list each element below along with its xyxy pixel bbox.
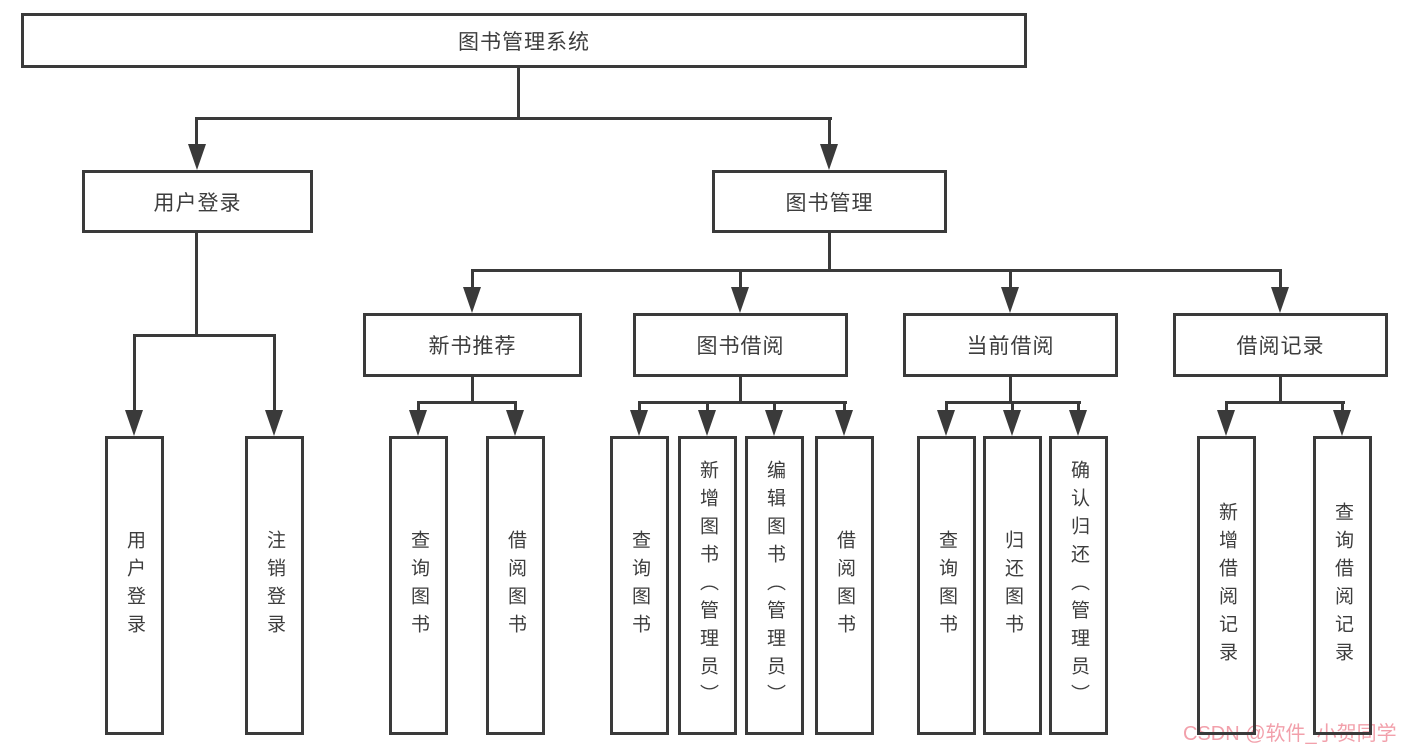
connector-drop-book-borrow xyxy=(739,269,742,289)
arrowhead-borrow-query xyxy=(630,410,648,436)
connector-drop-user-login xyxy=(195,117,198,146)
connector-drop-recommend-borrow xyxy=(514,401,517,413)
leaf-recommend-query-book-label: 查询图书 xyxy=(408,529,429,642)
node-book-borrow-label: 图书借阅 xyxy=(696,335,785,358)
node-book-management-label: 图书管理 xyxy=(785,191,874,215)
arrowhead-confirm-return xyxy=(1069,410,1087,436)
node-book-borrow: 图书借阅 xyxy=(633,313,848,377)
leaf-recommend-query-book: 查询图书 xyxy=(389,436,448,735)
connector-root-stem xyxy=(517,68,520,119)
arrowhead-borrow-record xyxy=(1271,287,1289,313)
arrowhead-return-book xyxy=(1003,410,1021,436)
arrowhead-current-query xyxy=(937,410,955,436)
arrowhead-new-book-recommend xyxy=(463,287,481,313)
leaf-confirm-return-admin-label: 确认归还（管理员） xyxy=(1068,459,1089,712)
connector-drop-return-book xyxy=(1011,401,1014,413)
leaf-return-book: 归还图书 xyxy=(983,436,1042,735)
connector-book-borrow-stem xyxy=(739,377,742,404)
leaf-current-query-book-label: 查询图书 xyxy=(936,529,957,642)
node-user-login-label: 用户登录 xyxy=(153,191,242,215)
leaf-logout: 注销登录 xyxy=(245,436,304,735)
leaf-add-borrow-record-label: 新增借阅记录 xyxy=(1216,501,1237,670)
arrowhead-current-borrow xyxy=(1001,287,1019,313)
connector-user-login-stem xyxy=(195,233,198,336)
leaf-recommend-borrow-book: 借阅图书 xyxy=(486,436,545,735)
leaf-confirm-return-admin: 确认归还（管理员） xyxy=(1049,436,1108,735)
arrowhead-recommend-borrow xyxy=(506,410,524,436)
connector-drop-borrow-book xyxy=(843,401,846,413)
node-current-borrow: 当前借阅 xyxy=(903,313,1118,377)
arrowhead-add-book xyxy=(698,410,716,436)
leaf-add-book-admin: 新增图书（管理员） xyxy=(678,436,737,735)
leaf-borrow-book-label: 借阅图书 xyxy=(834,529,855,642)
arrowhead-query-record xyxy=(1333,410,1351,436)
connector-borrow-record-bar xyxy=(1225,401,1345,404)
leaf-query-borrow-record: 查询借阅记录 xyxy=(1313,436,1372,735)
arrowhead-leaf-user-login xyxy=(125,410,143,436)
node-current-borrow-label: 当前借阅 xyxy=(966,335,1055,358)
arrowhead-borrow-book xyxy=(835,410,853,436)
csdn-watermark: CSDN @软件_小贺同学 xyxy=(1183,723,1397,745)
node-book-management: 图书管理 xyxy=(712,170,947,233)
connector-drop-current-query xyxy=(945,401,948,413)
node-root-label: 图书管理系统 xyxy=(458,30,590,54)
leaf-user-login: 用户登录 xyxy=(105,436,164,735)
connector-root-bar xyxy=(195,117,832,120)
arrowhead-add-record xyxy=(1217,410,1235,436)
node-user-login: 用户登录 xyxy=(82,170,313,233)
leaf-return-book-label: 归还图书 xyxy=(1002,529,1023,642)
connector-drop-leaf-user-login xyxy=(133,334,136,412)
connector-recommend-stem xyxy=(471,377,474,404)
connector-drop-book-management xyxy=(828,117,831,146)
leaf-borrow-book: 借阅图书 xyxy=(815,436,874,735)
connector-drop-confirm-return xyxy=(1077,401,1080,413)
leaf-borrow-query-book: 查询图书 xyxy=(610,436,669,735)
connector-recommend-bar xyxy=(417,401,517,404)
connector-drop-add-record xyxy=(1225,401,1228,413)
leaf-edit-book-admin-label: 编辑图书（管理员） xyxy=(764,459,785,712)
leaf-recommend-borrow-book-label: 借阅图书 xyxy=(505,529,526,642)
node-new-book-recommend-label: 新书推荐 xyxy=(428,335,517,358)
connector-drop-current-borrow xyxy=(1009,269,1012,289)
leaf-edit-book-admin: 编辑图书（管理员） xyxy=(745,436,804,735)
node-borrow-record: 借阅记录 xyxy=(1173,313,1388,377)
connector-user-login-bar xyxy=(133,334,276,337)
connector-drop-leaf-logout xyxy=(273,334,276,412)
connector-level3-bar xyxy=(471,269,1282,272)
connector-book-management-stem xyxy=(828,233,831,271)
connector-borrow-record-stem xyxy=(1279,377,1282,404)
leaf-current-query-book: 查询图书 xyxy=(917,436,976,735)
leaf-add-book-admin-label: 新增图书（管理员） xyxy=(697,459,718,712)
connector-drop-query-record xyxy=(1341,401,1344,413)
leaf-logout-label: 注销登录 xyxy=(264,529,285,642)
connector-drop-borrow-query xyxy=(638,401,641,413)
arrowhead-book-borrow xyxy=(731,287,749,313)
node-new-book-recommend: 新书推荐 xyxy=(363,313,582,377)
connector-current-borrow-stem xyxy=(1009,377,1012,404)
arrowhead-edit-book xyxy=(765,410,783,436)
leaf-borrow-query-book-label: 查询图书 xyxy=(629,529,650,642)
connector-drop-recommend-query xyxy=(417,401,420,413)
connector-drop-borrow-record xyxy=(1279,269,1282,289)
arrowhead-leaf-logout xyxy=(265,410,283,436)
node-borrow-record-label: 借阅记录 xyxy=(1236,335,1325,358)
leaf-user-login-label: 用户登录 xyxy=(124,529,145,642)
arrowhead-user-login xyxy=(188,144,206,170)
connector-drop-new-book-recommend xyxy=(471,269,474,289)
arrowhead-book-management xyxy=(820,144,838,170)
connector-book-borrow-bar xyxy=(638,401,847,404)
connector-drop-add-book xyxy=(706,401,709,413)
connector-drop-edit-book xyxy=(773,401,776,413)
leaf-add-borrow-record: 新增借阅记录 xyxy=(1197,436,1256,735)
arrowhead-recommend-query xyxy=(409,410,427,436)
leaf-query-borrow-record-label: 查询借阅记录 xyxy=(1332,501,1353,670)
node-root: 图书管理系统 xyxy=(21,13,1027,68)
